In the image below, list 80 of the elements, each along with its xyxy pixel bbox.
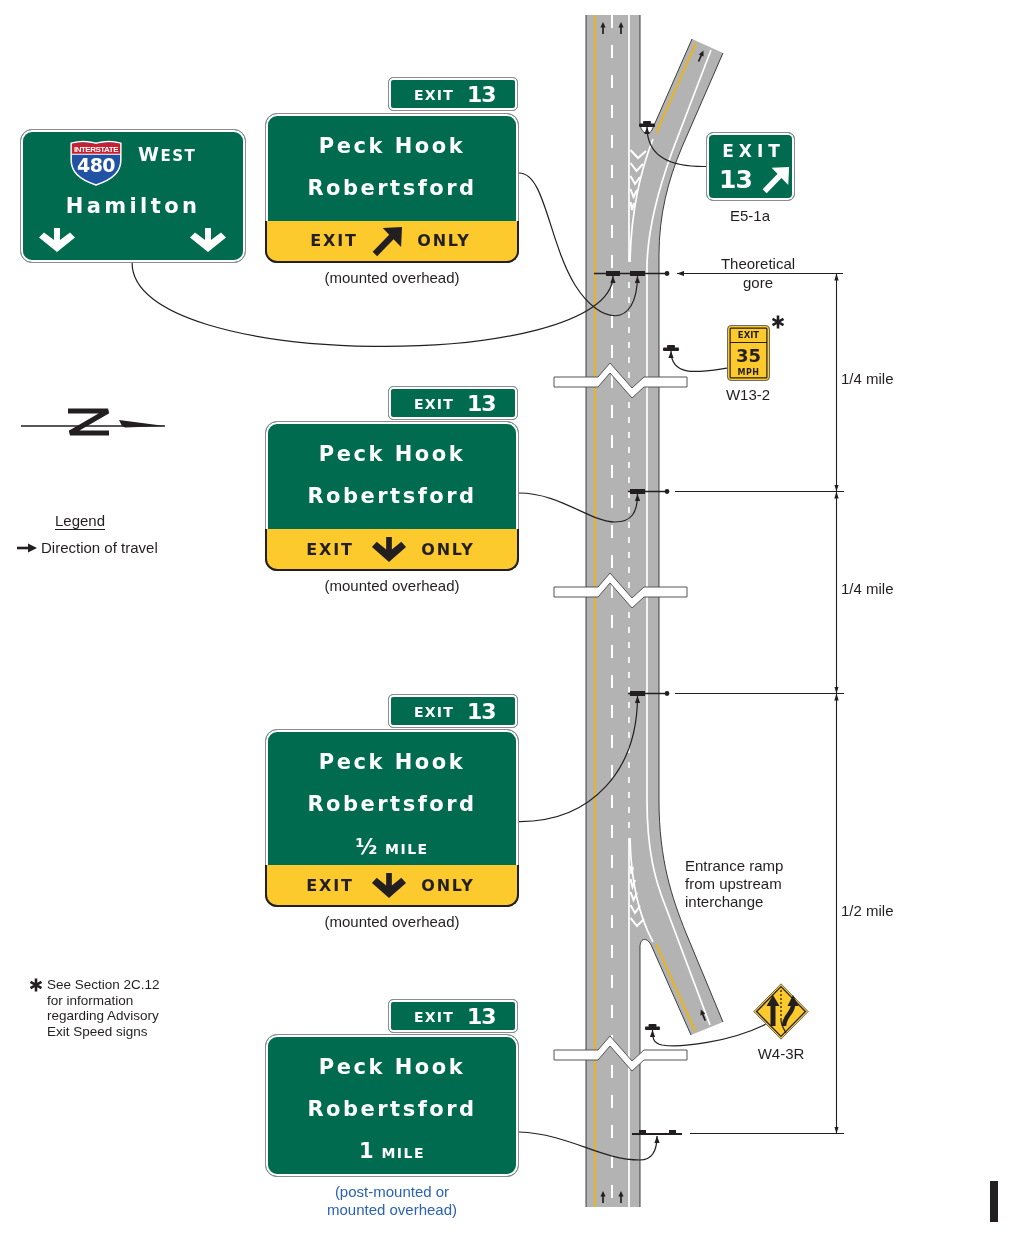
ramp-note: Entrance ramp from upstream interchange [685,857,785,911]
exit-number: 13 [467,82,496,108]
destination-text: Peck Hook [318,441,466,467]
destination-text: Robertsford [307,175,477,201]
exit-only-panel [265,221,519,263]
overhead-sign-symbol [606,271,620,276]
interstate-shield [69,140,123,186]
distance-text: 1 MILE [358,1138,426,1165]
sign-mount-symbol [632,1130,682,1136]
exit-number: 13 [719,167,752,193]
direction-text: WEST [138,142,197,167]
guide-sign [265,421,519,571]
destination-text: Peck Hook [318,749,466,775]
only-word: ONLY [417,230,471,252]
footnote-text: See Section 2C.12 for information regarding Advisory Exit Speed signs [47,977,161,1040]
distance-text: ½ MILE [355,834,429,861]
sign-code-label: E5-1a [730,207,770,225]
exit-number-plaque [388,77,518,111]
overhead-sign-symbol [630,489,645,494]
shield-banner-text: INTERSTATE [74,145,118,154]
leader-line [649,1023,767,1047]
destination-text: Robertsford [307,1096,477,1122]
exit-number: 13 [467,1004,496,1030]
exit-word: EXIT [737,329,760,341]
exit-word: EXIT [414,703,454,722]
exit-number-plaque [388,694,518,728]
overhead-sign-symbol [630,691,645,696]
exit-number: 13 [467,391,496,417]
dimension-label: 1/4 mile [841,580,894,598]
exit-word: EXIT [414,395,454,414]
leader-line [131,262,614,347]
exit-word: EXIT [310,230,358,252]
legend-title: Legend [55,512,106,530]
only-word: ONLY [421,875,475,897]
exit-number-plaque [388,999,518,1033]
sign-post-symbol [639,121,655,127]
exit-word: EXIT [306,875,354,897]
sign-post-symbol [645,1024,660,1030]
destination-text: Peck Hook [318,1054,466,1080]
exit-only-panel [265,529,519,571]
leader-line [644,126,707,168]
guide-sign [20,129,246,263]
warning-sign [753,983,809,1040]
exit-number: 13 [467,699,496,725]
advisory-speed-sign [727,325,770,381]
mounting-note: (mounted overhead) [324,913,460,931]
gore-label: Theoretical gore [720,254,796,292]
mounting-note: (mounted overhead) [324,269,460,287]
sign-code-label: W13-2 [725,386,771,404]
exit-word: EXIT [722,141,785,161]
sign-post-symbol [663,345,679,351]
exit-word: EXIT [306,539,354,561]
mounting-note: (post-mounted or mounted overhead) [325,1183,459,1219]
guide-sign [265,1034,519,1177]
route-number: 480 [76,153,116,177]
exit-number-plaque [388,386,518,420]
leader-line [518,492,640,523]
guide-sign [265,113,519,263]
sign-code-label: W4-3R [757,1045,805,1063]
legend-text: Direction of travel [41,539,158,557]
exit-gore-sign [706,132,795,201]
dimension-label: 1/4 mile [841,370,894,388]
leader-line [669,350,728,373]
leader-line [518,1131,660,1161]
speed-number: 35 [735,344,762,367]
destination-text: Peck Hook [318,133,466,159]
speed-unit: MPH [737,367,760,377]
destination-text: Robertsford [307,483,477,509]
exit-word: EXIT [414,1008,454,1027]
exit-word: EXIT [414,86,454,105]
leader-line [518,172,640,317]
guide-sign [265,729,519,907]
destination-text: Robertsford [307,791,477,817]
mounting-note: (mounted overhead) [324,577,460,595]
destination-text: Hamilton [65,193,201,219]
only-word: ONLY [421,539,475,561]
overhead-sign-symbol [630,271,645,276]
exit-only-panel [265,865,519,907]
leader-line [518,695,640,823]
dimension-label: 1/2 mile [841,902,894,920]
